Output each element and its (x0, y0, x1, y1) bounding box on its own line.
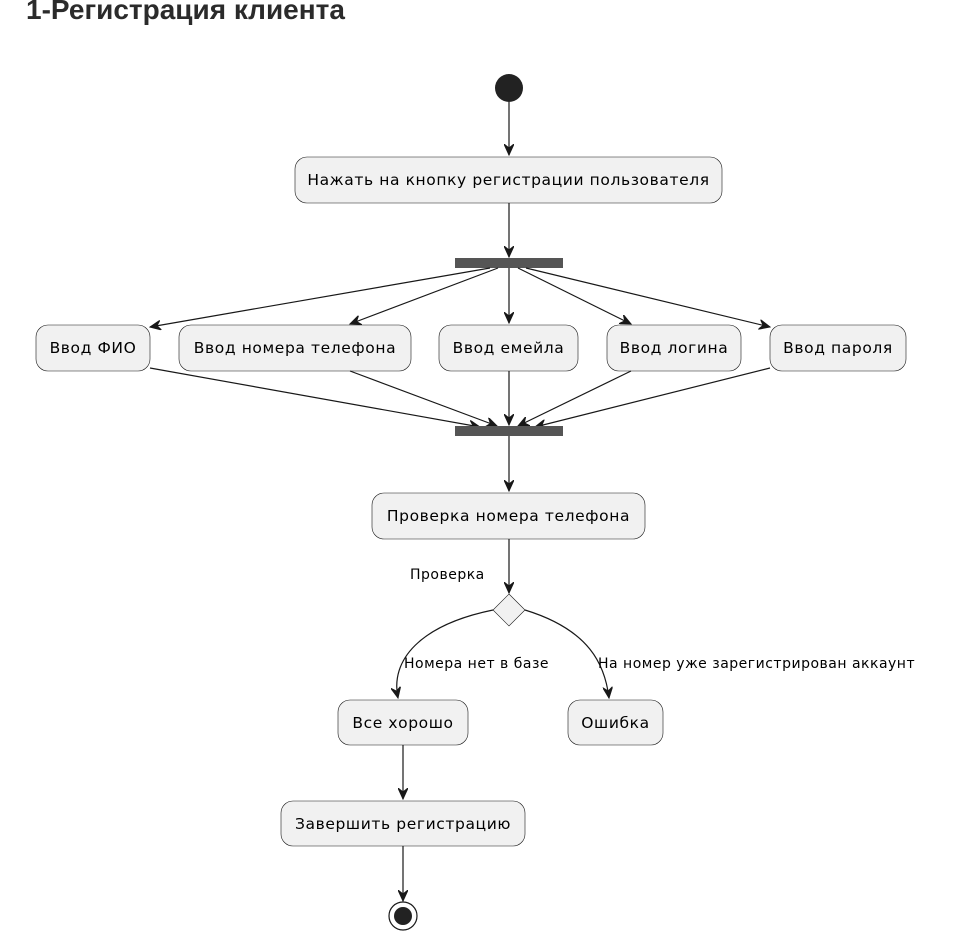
edge-label-not-in-base: Номера нет в базе (404, 656, 549, 672)
edge-label-already-registered: На номер уже зарегистрирован аккаунт (598, 656, 915, 672)
node-finish: Завершить регистрацию (280, 800, 526, 847)
node-enter-phone: Ввод номера телефона (178, 324, 412, 372)
edge-fork-to-login (517, 267, 631, 325)
fork-bar (455, 258, 563, 268)
decision-diamond (492, 593, 526, 627)
node-press-button-label: Нажать на кнопку регистрации пользовател… (307, 171, 709, 189)
edge-phone-to-join (349, 370, 497, 426)
edge-decision-to-error (524, 609, 609, 698)
node-check-phone-label: Проверка номера телефона (387, 507, 630, 525)
node-enter-login: Ввод логина (606, 324, 742, 372)
edge-login-to-join (518, 370, 632, 427)
edge-fork-to-password (525, 267, 770, 327)
node-enter-fio-label: Ввод ФИО (50, 339, 137, 357)
node-check-phone: Проверка номера телефона (371, 492, 646, 540)
edge-fork-to-fio (150, 267, 491, 327)
node-all-good: Все хорошо (337, 699, 469, 746)
node-enter-email-label: Ввод емейла (453, 339, 565, 357)
edge-decision-to-all-good (397, 609, 494, 698)
edge-password-to-join (535, 367, 771, 427)
node-enter-email: Ввод емейла (438, 324, 579, 372)
node-enter-password: Ввод пароля (769, 324, 907, 372)
edge-fio-to-join (149, 367, 480, 427)
node-finish-label: Завершить регистрацию (295, 815, 511, 833)
node-enter-fio: Ввод ФИО (35, 324, 151, 372)
node-error: Ошибка (567, 699, 664, 746)
node-enter-phone-label: Ввод номера телефона (194, 339, 396, 357)
node-press-button: Нажать на кнопку регистрации пользовател… (294, 156, 723, 204)
node-all-good-label: Все хорошо (352, 714, 453, 732)
node-error-label: Ошибка (581, 714, 649, 732)
page-title: 1-Регистрация клиента (26, 0, 345, 25)
join-bar (455, 426, 563, 436)
edge-fork-to-phone (350, 267, 499, 324)
node-enter-password-label: Ввод пароля (783, 339, 893, 357)
node-enter-login-label: Ввод логина (620, 339, 729, 357)
edge-label-check: Проверка (410, 567, 485, 583)
end-node (388, 901, 418, 931)
start-node (495, 74, 523, 102)
